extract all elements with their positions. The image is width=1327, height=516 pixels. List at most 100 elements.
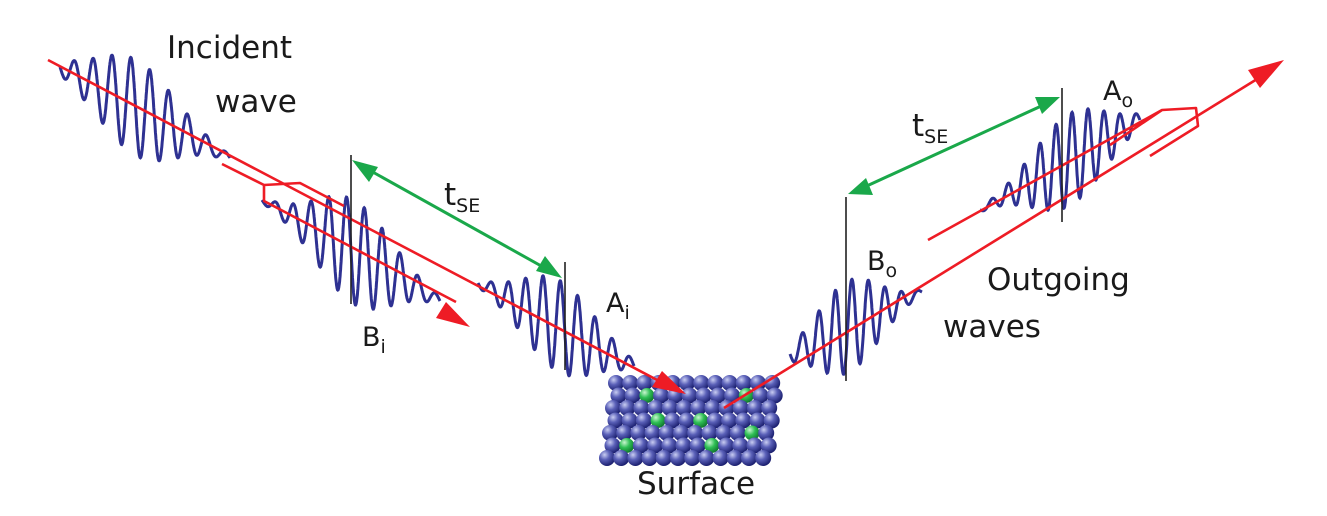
- surface-atom: [687, 425, 704, 441]
- outgoing-wave-packet-b: [788, 277, 923, 376]
- surface-atom: [599, 450, 615, 466]
- surface-atom: [633, 400, 650, 416]
- surface-atom: [746, 437, 763, 454]
- surface-atom: [747, 400, 763, 416]
- surface-atom: [675, 437, 692, 454]
- incident-label-line1: Incident: [167, 30, 292, 66]
- outgoing-beam-line: [723, 74, 1263, 410]
- surface-atom: [658, 425, 675, 441]
- incident-wave-packet-a: [476, 274, 636, 378]
- outgoing-label-line1: Outgoing: [987, 262, 1130, 298]
- tse-arrow-incident: [361, 164, 553, 274]
- surface-atom: [616, 425, 633, 441]
- surface-atom: [602, 425, 618, 441]
- surface-atom: [681, 387, 698, 404]
- surface-atom: [641, 450, 658, 466]
- surface-atom: [690, 400, 707, 416]
- a-incident-label: Ai: [606, 288, 630, 324]
- adsorbate-atom: [704, 438, 720, 453]
- adsorbate-atom: [639, 388, 655, 403]
- surface-atom: [644, 425, 661, 441]
- surface-atom: [664, 412, 681, 429]
- surface-atom: [701, 425, 718, 441]
- surface-atom: [721, 412, 738, 429]
- tse-label-outgoing: tSE: [912, 108, 948, 148]
- incident-b-arrowhead-icon: [436, 302, 470, 327]
- surface-atom: [604, 437, 621, 454]
- surface-atom: [763, 412, 780, 429]
- surface-atom: [676, 400, 692, 416]
- surface-atom: [635, 412, 652, 429]
- beam-paths: [47, 58, 1263, 410]
- surface-label: Surface: [637, 466, 755, 502]
- adsorbate-atom: [619, 438, 635, 453]
- surface-atom: [709, 387, 726, 404]
- surface-lattice: [599, 375, 783, 466]
- surface-atom: [707, 375, 724, 391]
- adsorbate-atom: [744, 425, 760, 441]
- surface-atom: [627, 450, 644, 466]
- tse-arrowhead-outgoing-start-icon: [848, 178, 873, 195]
- tse-arrowhead-incident-start-icon: [352, 160, 378, 182]
- surface-atom: [661, 437, 678, 454]
- surface-atom: [624, 387, 641, 404]
- surface-atom: [732, 437, 749, 454]
- surface-atom: [647, 437, 664, 454]
- surface-atom: [721, 375, 738, 391]
- incident-main-arrowhead-icon: [652, 371, 686, 394]
- surface-atom: [729, 425, 746, 441]
- surface-atom: [712, 450, 729, 466]
- surface-atom: [718, 437, 735, 454]
- outgoing-wave-packet-a: [979, 107, 1142, 213]
- adsorbate-atom: [650, 413, 666, 428]
- outgoing-arrowhead-icon: [1248, 60, 1284, 88]
- beam-arrowheads: [436, 60, 1284, 394]
- incident-beam-split: [221, 162, 457, 304]
- surface-atom: [761, 400, 778, 416]
- surface-atom: [764, 375, 781, 391]
- surface-atom: [632, 437, 649, 454]
- surface-atom: [741, 450, 757, 466]
- surface-atom: [607, 412, 624, 429]
- surface-atom: [755, 450, 772, 466]
- b-outgoing-label: Bo: [867, 246, 897, 282]
- outgoing-beam-split: [927, 106, 1200, 242]
- surface-atom: [619, 400, 636, 416]
- surface-atom: [670, 450, 686, 466]
- a-outgoing-label: Ao: [1103, 76, 1133, 112]
- packet-markers: [350, 88, 1063, 381]
- surface-atom: [758, 425, 775, 441]
- b-incident-label: Bi: [362, 322, 386, 358]
- surface-atom: [621, 412, 638, 429]
- surface-atom: [749, 412, 766, 429]
- surface-atom: [661, 400, 678, 416]
- surface-atom: [706, 412, 723, 429]
- incident-label-line2: wave: [215, 84, 297, 120]
- surface-atom: [766, 387, 783, 404]
- spin-echo-time-arrows: [352, 97, 1060, 278]
- surface-atom: [653, 387, 670, 404]
- surface-atom: [704, 400, 721, 416]
- surface-atom: [760, 437, 777, 454]
- surface-atom: [613, 450, 630, 466]
- surface-atom: [684, 450, 701, 466]
- incident-beam-line: [47, 58, 681, 394]
- surface-atom: [655, 450, 672, 466]
- surface-atom: [715, 425, 732, 441]
- surface-atom: [695, 387, 712, 404]
- surface-atom: [726, 450, 743, 466]
- surface-atom: [689, 437, 706, 454]
- outgoing-label-line2: waves: [943, 309, 1041, 345]
- adsorbate-atom: [693, 413, 709, 428]
- surface-atom: [735, 412, 752, 429]
- surface-atom: [630, 425, 647, 441]
- tse-arrowhead-outgoing-end-icon: [1035, 97, 1060, 114]
- surface-atom: [732, 400, 749, 416]
- incident-wave-packet: [58, 53, 232, 163]
- tse-label-incident: tSE: [444, 177, 480, 217]
- surface-atom: [605, 400, 621, 416]
- surface-atom: [752, 387, 769, 404]
- surface-atom: [608, 375, 624, 391]
- surface-atom: [698, 450, 715, 466]
- surface-atom: [750, 375, 766, 391]
